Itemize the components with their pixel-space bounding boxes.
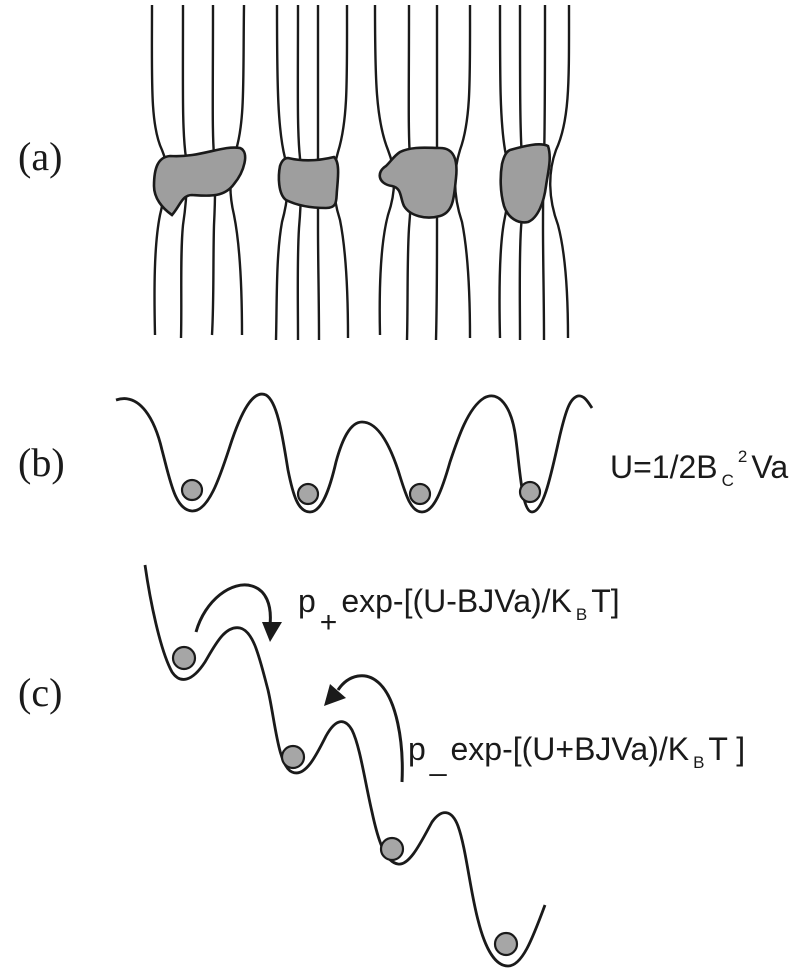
potential-equation-main: U=1/2B (610, 449, 718, 485)
flux-line-bundle-1 (150, 4, 247, 339)
tilted-potential-curve (143, 564, 547, 968)
backward-arrow-head (324, 684, 346, 706)
pinning-potential-curve (115, 392, 594, 514)
flux-line-bundle-4 (498, 4, 571, 341)
panel-c-label: (c) (18, 670, 62, 715)
vortex-ball (171, 645, 197, 671)
vortex-ball (408, 482, 432, 506)
backward-rate-main: exp-[(U+BJVa)/K (450, 731, 689, 767)
vortex-ball (280, 744, 306, 770)
potential-equation-superscript: 2 (738, 447, 747, 466)
forward-arrow-head (262, 622, 282, 642)
flux-line-bundle-2 (274, 4, 350, 341)
forward-rate-subscript: B (576, 605, 587, 624)
svg-text:U=1/2B C 2: U=1/2B C 2 Va (610, 447, 788, 490)
svg-text:p _ exp-[(U+BJ: p _ exp-[(U+BJVa)/K B T ] (408, 731, 745, 777)
backward-rate-equation: p _ exp-[(U+BJVa)/K B T ] (408, 731, 745, 777)
vortex-ball (379, 836, 405, 862)
forward-rate-equation: p + exp-[(U-BJVa)/K B T] (298, 583, 620, 639)
vortex-ball (493, 931, 519, 957)
pinning-center (277, 155, 340, 210)
forward-hop-arrow (194, 583, 272, 633)
backward-rate-prefix-subscript: _ (429, 744, 448, 777)
svg-text:p + exp-[(U-BJ: p + exp-[(U-BJVa)/K B T] (298, 583, 620, 639)
forward-rate-tail: T] (591, 583, 619, 619)
forward-rate-prefix: p (298, 583, 316, 619)
panel-b: (b) U=1/2B C 2 Va (18, 392, 788, 514)
panel-c: (c) p + exp-[(U-BJVa)/K B T] p _ exp-[( (18, 564, 745, 968)
vortex-ball (296, 482, 320, 506)
flux-line (549, 4, 571, 339)
backward-rate-prefix: p (408, 731, 426, 767)
vortex-ball (180, 478, 204, 502)
panel-a: (a) (18, 4, 571, 341)
backward-hop-arrow (336, 674, 404, 783)
pinning-center (499, 143, 551, 224)
vortex-ball (518, 480, 542, 504)
flux-line-bundle-3 (373, 4, 472, 341)
forward-rate-prefix-subscript: + (320, 606, 338, 639)
potential-equation-subscript: C (722, 471, 734, 490)
potential-equation-tail: Va (751, 449, 788, 485)
panel-b-label: (b) (18, 440, 65, 485)
forward-rate-main: exp-[(U-BJVa)/K (341, 583, 572, 619)
backward-rate-tail: T ] (708, 731, 745, 767)
pinning-center (152, 146, 247, 217)
pinning-center (378, 146, 458, 219)
panel-a-label: (a) (18, 134, 62, 179)
potential-equation: U=1/2B C 2 Va (610, 447, 788, 490)
backward-rate-subscript: B (693, 753, 704, 772)
